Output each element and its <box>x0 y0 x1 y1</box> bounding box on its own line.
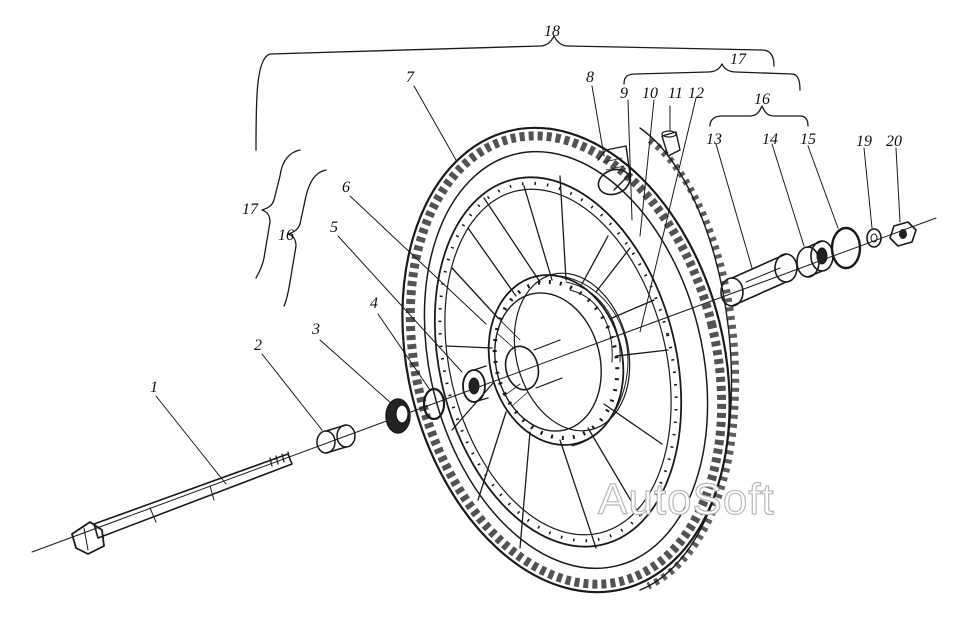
callout-11: 11 <box>668 85 683 102</box>
callout-15: 15 <box>800 131 816 148</box>
axle-bolt <box>71 451 293 555</box>
rim <box>433 176 683 548</box>
callout-labels: 1 2 3 4 5 6 7 8 9 10 11 12 13 14 15 16 1… <box>150 23 902 396</box>
callout-19: 19 <box>856 133 872 150</box>
spacer-bushing <box>316 424 356 454</box>
tire-outer <box>401 126 731 594</box>
washer <box>866 228 882 248</box>
rim-inner <box>444 188 672 536</box>
oil-seal <box>385 398 411 434</box>
leader-lines <box>155 85 901 485</box>
callout-17-right: 17 <box>730 51 747 68</box>
callout-2: 2 <box>254 337 262 354</box>
tire-inner-edge <box>423 150 709 570</box>
callout-9: 9 <box>620 85 628 102</box>
callout-7: 7 <box>406 69 415 86</box>
callout-8: 8 <box>586 69 594 86</box>
watermark: AutoSoft <box>598 475 775 524</box>
callout-10: 10 <box>642 85 658 102</box>
callout-17-left: 17 <box>242 201 259 218</box>
callout-16-left: 16 <box>278 227 294 244</box>
callout-1: 1 <box>150 379 158 396</box>
o-ring <box>830 226 862 270</box>
rim-spoke-holes <box>438 181 678 543</box>
hub <box>487 272 631 447</box>
callout-13: 13 <box>706 131 722 148</box>
callout-20: 20 <box>886 133 902 150</box>
axle-nut <box>889 221 917 247</box>
callout-16-right: 16 <box>754 91 770 108</box>
group-brackets <box>255 35 809 307</box>
wheel <box>401 126 740 594</box>
callout-3: 3 <box>311 321 320 338</box>
callout-12: 12 <box>688 85 704 102</box>
callout-5: 5 <box>330 219 338 236</box>
axle-centerline <box>31 217 937 553</box>
callout-14: 14 <box>762 131 778 148</box>
tire-tread <box>405 131 727 589</box>
callout-18: 18 <box>544 23 560 40</box>
circlip-ring <box>422 387 446 421</box>
spacer-sleeve <box>720 253 798 307</box>
callout-6: 6 <box>342 179 350 196</box>
bearing-right <box>796 240 834 278</box>
bearing-left <box>462 365 489 403</box>
callout-4: 4 <box>370 295 378 312</box>
valve-cap <box>661 130 681 157</box>
